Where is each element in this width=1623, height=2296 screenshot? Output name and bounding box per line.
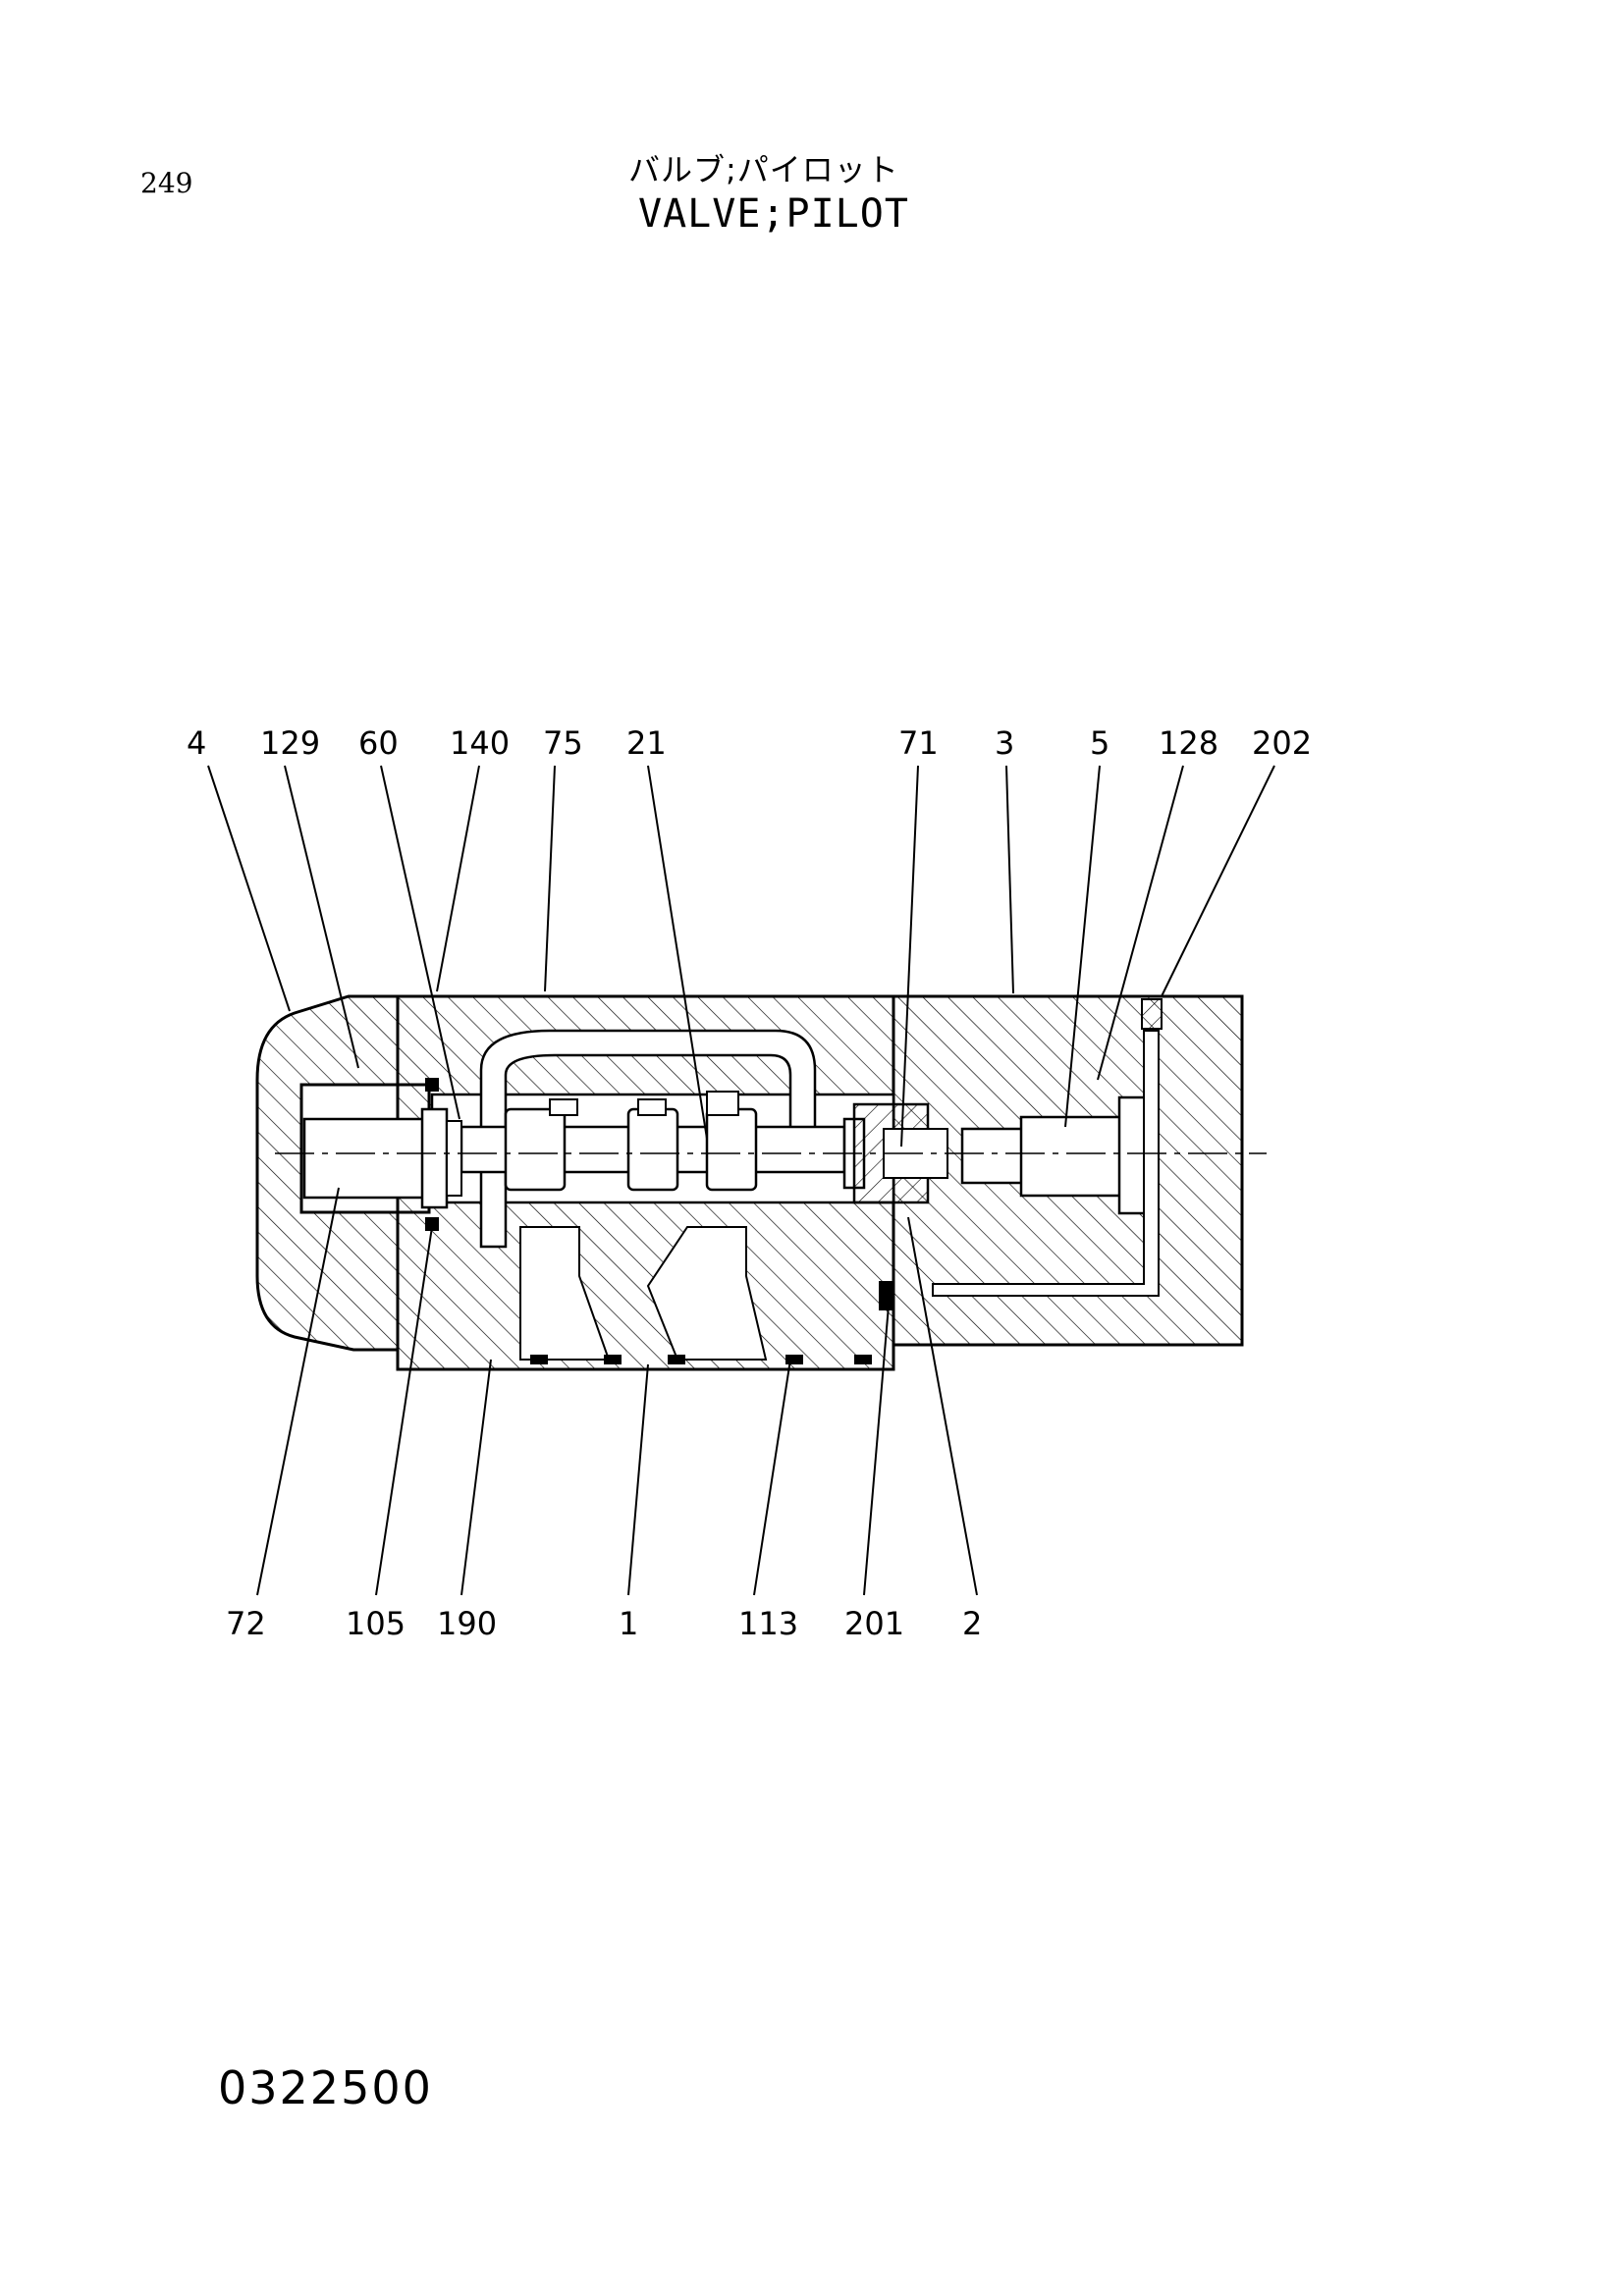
part-label-60: 60 (358, 724, 399, 762)
part-label-5: 5 (1090, 724, 1109, 762)
part-label-201: 201 (844, 1605, 904, 1642)
part-label-2: 2 (962, 1605, 982, 1642)
part-label-113: 113 (738, 1605, 798, 1642)
part-label-129: 129 (260, 724, 320, 762)
part-label-71: 71 (898, 724, 939, 762)
part-label-190: 190 (437, 1605, 497, 1642)
part-label-21: 21 (626, 724, 667, 762)
part-label-105: 105 (346, 1605, 406, 1642)
part-label-4: 4 (187, 724, 206, 762)
part-label-1: 1 (619, 1605, 638, 1642)
part-label-75: 75 (543, 724, 583, 762)
part-label-128: 128 (1159, 724, 1218, 762)
part-label-202: 202 (1252, 724, 1312, 762)
part-label-72: 72 (226, 1605, 266, 1642)
page-title-japanese: バルブ;パイロット (628, 151, 899, 188)
page-title: VALVE;PILOT (638, 191, 909, 237)
drawing-number: 0322500 (218, 2061, 433, 2114)
page-number: 249 (140, 167, 193, 199)
part-label-3: 3 (995, 724, 1014, 762)
part-label-140: 140 (450, 724, 510, 762)
